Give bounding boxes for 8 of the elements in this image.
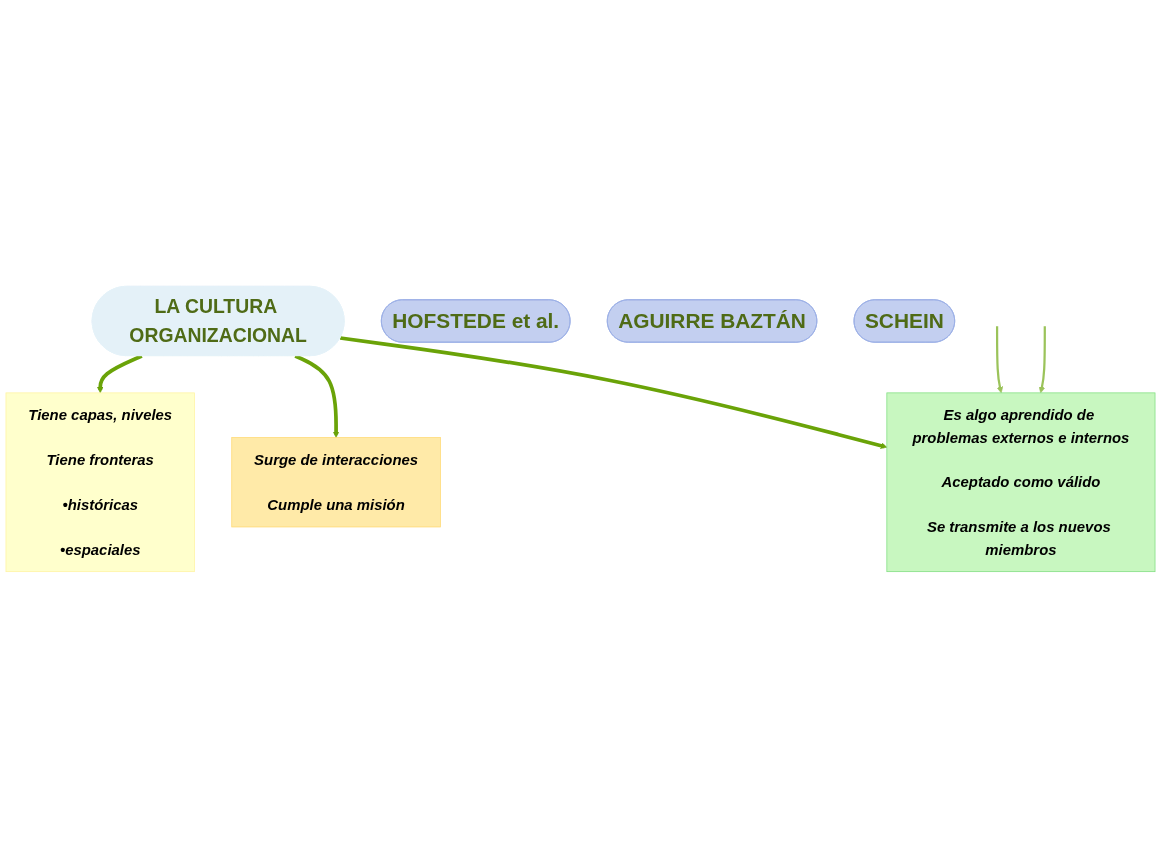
node-box: Tiene capas, niveles Tiene fronteras •históricas •espaciales xyxy=(5,392,195,573)
node-box: Es algo aprendido de problemas externos e internos Aceptado como válido Se transmite a los nuevos miembros xyxy=(886,392,1156,573)
arrow xyxy=(1038,326,1046,394)
arrow xyxy=(996,326,1004,394)
arrow xyxy=(294,354,340,438)
node-box: Surge de interacciones Cumple una misión xyxy=(231,437,441,528)
arrow xyxy=(340,336,888,449)
arrow xyxy=(96,354,143,394)
